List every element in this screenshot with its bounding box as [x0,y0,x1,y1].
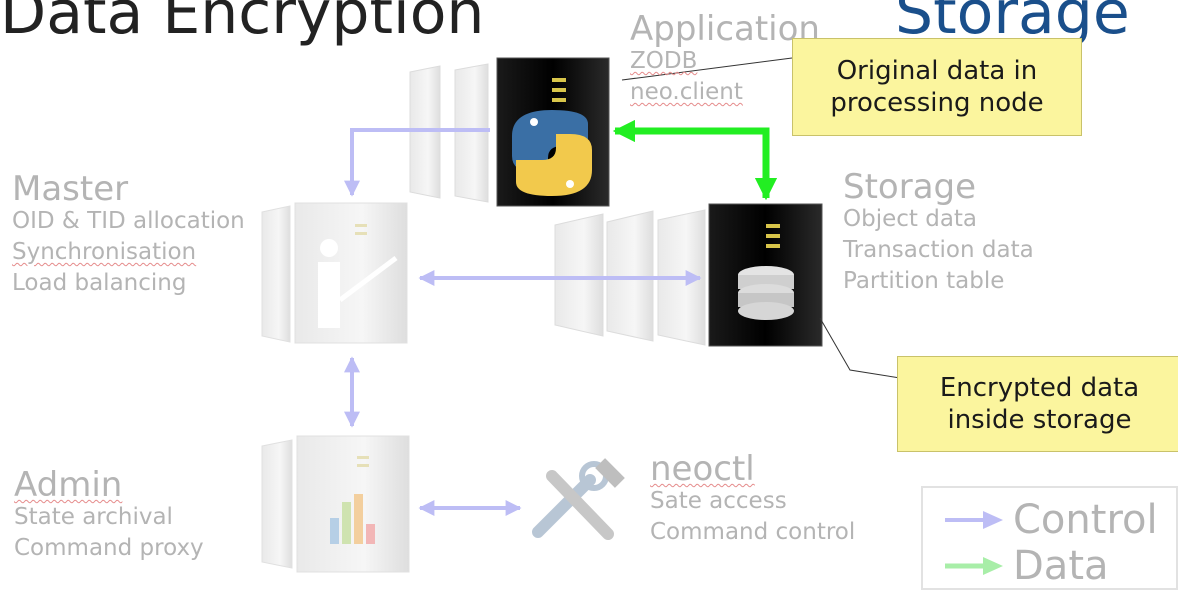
callout-line: processing node [830,88,1044,118]
neoctl-line: Command control [650,519,856,546]
callout-line: Original data in [836,55,1038,86]
application-title: Application [630,9,820,49]
callout-original-data: Original data in processing node [792,38,1082,136]
legend-control: Control [943,500,1158,540]
callout-encrypted-data: Encrypted data inside storage [897,356,1178,452]
master-label: Master OID & TID allocation Synchronisat… [12,172,245,299]
application-label: Application ZODB neo.client [630,12,820,108]
master-line: Synchronisation [12,239,197,266]
neoctl-line: Sate access [650,488,787,514]
master-servers [261,202,408,344]
legend-control-label: Control [1013,497,1158,543]
storage-label: Storage Object data Transaction data Par… [843,170,1034,297]
master-line: Load balancing [12,270,187,297]
storage-line: Object data [843,206,978,232]
admin-servers [261,435,410,573]
control-arrows [344,128,702,516]
bar-chart-icon [330,494,375,544]
neoctl-title: neoctl [650,449,755,489]
callout-line: inside storage [947,405,1132,435]
storage-line: Transaction data [843,237,1034,264]
legend-data: Data [943,546,1109,586]
master-line: OID & TID allocation [12,208,245,234]
legend-data-label: Data [1013,543,1109,589]
presenter-icon [318,239,398,328]
storage-title: Storage [843,167,977,207]
callout-line: Encrypted data [939,372,1140,403]
app-storage-data-arrow [612,119,778,201]
callout-leader-original [621,57,793,81]
storage-line: Partition table [843,268,1005,295]
admin-line: Command proxy [14,535,204,562]
callout-leader-encrypted [819,317,901,379]
admin-line: State archival [14,504,173,530]
app-master-arrow [344,128,490,197]
admin-label: Admin State archival Command proxy [14,468,204,564]
data-arrow-icon [945,557,1003,575]
application-line: ZODB [630,48,698,74]
python-logo-icon [512,110,592,196]
control-arrow-icon [945,511,1003,529]
application-line: neo.client [630,79,743,106]
admin-title: Admin [14,465,123,505]
page-title: Data Encryption [0,0,485,48]
legend: Control Data [921,486,1178,590]
master-title: Master [12,169,129,209]
database-icon [738,266,794,320]
neoctl-label: neoctl Sate access Command control [650,452,855,548]
tools-icon [532,458,625,540]
